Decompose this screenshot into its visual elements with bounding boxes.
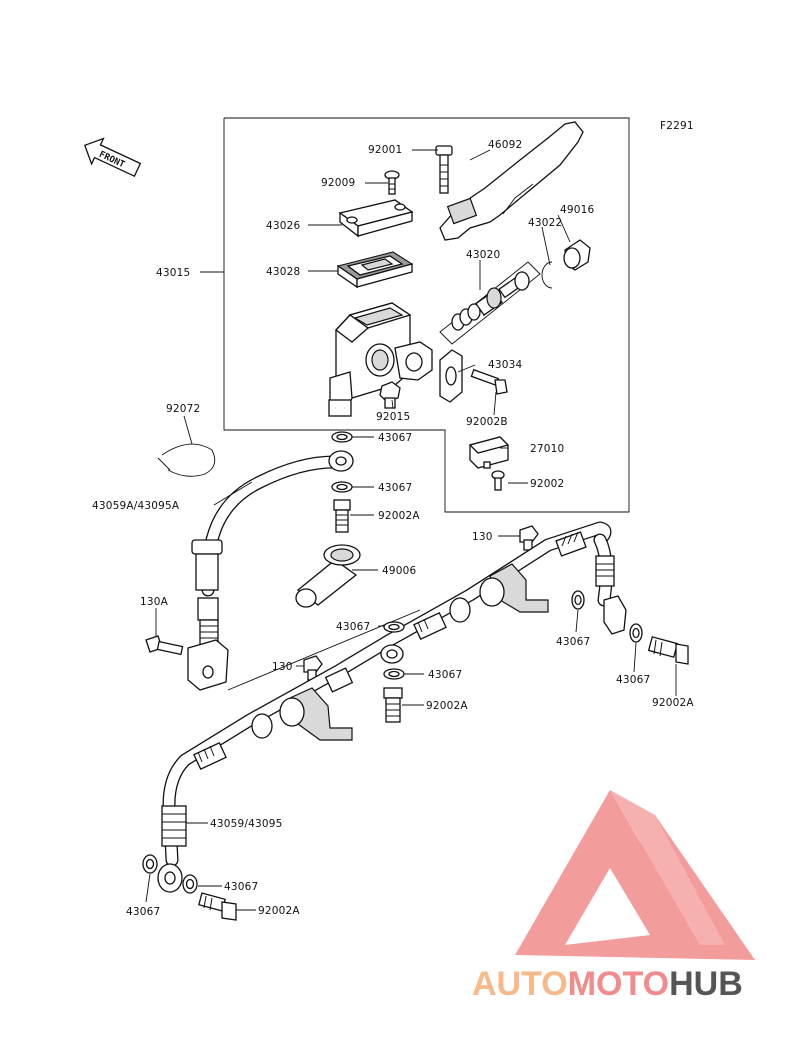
circlip-43022 bbox=[541, 261, 553, 289]
label-46092: 46092 bbox=[488, 139, 522, 151]
brake-lever-46092 bbox=[439, 121, 584, 241]
leader-lines bbox=[145, 149, 677, 911]
washer-43067-d bbox=[571, 590, 585, 610]
part-labels: 92001 46092 92009 43026 49016 43022 4301… bbox=[92, 139, 694, 918]
bolt-130A bbox=[145, 635, 184, 656]
banjo-bolt-92002A-d bbox=[198, 892, 237, 921]
washer-43067-g bbox=[142, 854, 158, 874]
label-43067-e: 43067 bbox=[428, 669, 462, 681]
label-27010: 27010 bbox=[530, 443, 564, 455]
label-43034: 43034 bbox=[488, 359, 523, 371]
switch-27010 bbox=[468, 436, 510, 469]
watermark-part-hub: HUB bbox=[669, 965, 743, 1003]
screw-92009 bbox=[384, 170, 400, 195]
diaphragm-43028 bbox=[336, 251, 414, 289]
label-130A: 130A bbox=[140, 596, 169, 608]
label-43020: 43020 bbox=[466, 249, 500, 261]
watermark-logo bbox=[515, 790, 755, 960]
label-43026: 43026 bbox=[266, 220, 301, 232]
label-49006: 49006 bbox=[382, 565, 417, 577]
label-92001: 92001 bbox=[368, 144, 402, 156]
washer-43067-b bbox=[331, 481, 353, 493]
washer-43067-e bbox=[383, 668, 405, 680]
label-92002B: 92002B bbox=[466, 416, 508, 428]
label-92002A-b: 92002A bbox=[426, 700, 468, 712]
pivot-bolt-92001 bbox=[435, 145, 478, 225]
washer-43067-a bbox=[331, 431, 353, 443]
label-92072: 92072 bbox=[166, 403, 200, 415]
label-49016: 49016 bbox=[560, 204, 595, 216]
watermark-part-moto: MOTO bbox=[568, 965, 669, 1003]
reservoir-cap-43026 bbox=[338, 199, 414, 238]
boot-49016 bbox=[563, 239, 591, 271]
label-43067-d: 43067 bbox=[556, 636, 590, 648]
screw-92002 bbox=[491, 470, 505, 491]
front-arrow-icon: FRONT bbox=[83, 137, 142, 178]
label-43022: 43022 bbox=[528, 217, 562, 229]
label-43067-a: 43067 bbox=[378, 432, 412, 444]
label-92002A-d: 92002A bbox=[258, 905, 300, 917]
label-43067-b: 43067 bbox=[378, 482, 412, 494]
label-92002: 92002 bbox=[530, 478, 564, 490]
banjo-bolt-92002A-b bbox=[383, 687, 403, 723]
label-92015: 92015 bbox=[376, 411, 410, 423]
label-43059A-43095A: 43059A/43095A bbox=[92, 500, 180, 512]
hose-43059 bbox=[157, 521, 627, 893]
holder-43034 bbox=[439, 349, 463, 403]
label-43028: 43028 bbox=[266, 266, 300, 278]
label-43067-f: 43067 bbox=[616, 674, 650, 686]
hose-43059A bbox=[187, 450, 354, 691]
watermark-text: AUTOMOTOHUB bbox=[472, 965, 743, 1003]
label-43067-c: 43067 bbox=[336, 621, 370, 633]
label-130-a: 130 bbox=[472, 531, 493, 543]
piston-kit-43020 bbox=[439, 261, 541, 345]
banjo-bolt-92002A-a bbox=[333, 499, 351, 533]
label-92002A-a: 92002A bbox=[378, 510, 420, 522]
banjo-bolt-92002A-c bbox=[647, 636, 689, 665]
fitting-92015 bbox=[379, 381, 401, 409]
washer-43067-h bbox=[182, 874, 198, 894]
figure-id: F2291 bbox=[660, 120, 694, 132]
assembly-43015-outline bbox=[200, 117, 630, 513]
label-43059-43095: 43059/43095 bbox=[210, 818, 283, 830]
washer-43067-c bbox=[383, 621, 405, 633]
master-cylinder-body bbox=[328, 302, 433, 417]
label-43015: 43015 bbox=[156, 267, 190, 279]
bolt-130-a bbox=[519, 525, 539, 551]
label-92002A-c: 92002A bbox=[652, 697, 694, 709]
label-43067-g: 43067 bbox=[126, 906, 160, 918]
label-92009: 92009 bbox=[321, 177, 355, 189]
bolt-92002B bbox=[470, 368, 508, 395]
washer-43067-f bbox=[629, 623, 643, 643]
label-130-b: 130 bbox=[272, 661, 293, 673]
clamp-92072 bbox=[157, 443, 216, 477]
cap-49006 bbox=[295, 544, 361, 608]
label-43067-h: 43067 bbox=[224, 881, 258, 893]
watermark-part-auto: AUTO bbox=[472, 965, 568, 1003]
